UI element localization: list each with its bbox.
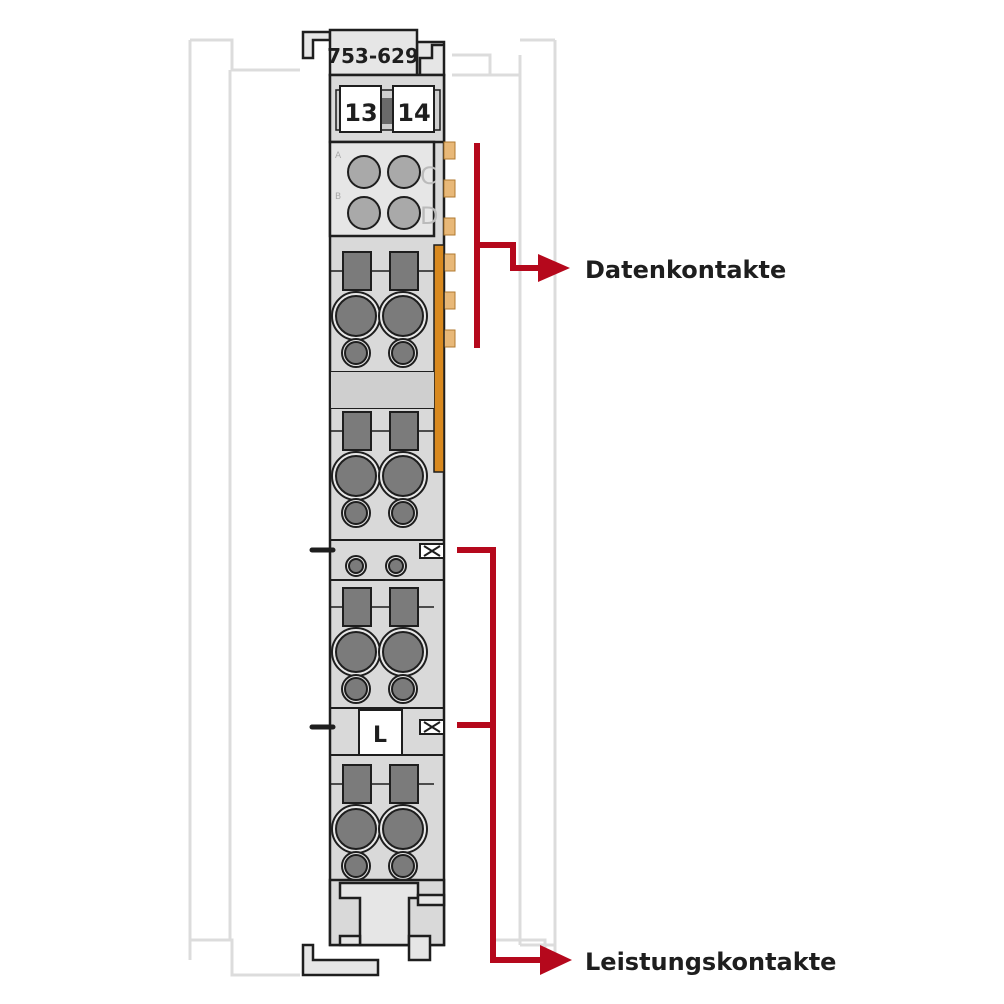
wire-entry	[335, 631, 377, 673]
data-contacts-label: Datenkontakte	[585, 256, 786, 284]
wire-entry	[335, 808, 377, 850]
marker-14-text: 14	[397, 99, 430, 127]
io-module: 753-629 13 14 A B C D	[301, 28, 456, 977]
power-contacts-label: Leistungskontakte	[585, 948, 836, 976]
led-letter-a: A	[335, 151, 342, 161]
wire-entry	[335, 295, 377, 337]
wire-entry	[382, 808, 424, 850]
wire-entry	[382, 631, 424, 673]
push-button	[342, 587, 372, 627]
marker-14	[392, 85, 435, 133]
ghost-modules	[188, 38, 557, 977]
test-point	[391, 341, 415, 365]
led-letter-b: B	[335, 192, 341, 202]
power-clip-2	[419, 719, 445, 735]
led-letter-d: D	[420, 202, 438, 230]
test-point	[391, 677, 415, 701]
data-contacts	[443, 141, 456, 348]
push-button	[389, 587, 419, 627]
power-label-marker	[358, 709, 403, 756]
data-contacts-callout-line	[474, 143, 570, 348]
data-contact-strip	[433, 244, 445, 473]
test-point	[344, 854, 368, 878]
push-button	[342, 251, 372, 291]
wire-entry	[382, 295, 424, 337]
push-button	[342, 764, 372, 804]
power-contacts-callout-line	[457, 547, 572, 975]
push-button	[389, 411, 419, 451]
wire-entry	[335, 455, 377, 497]
led-letter-c: C	[420, 162, 437, 190]
wire-entry	[382, 455, 424, 497]
power-clip-1	[419, 543, 445, 559]
arrow-right-icon	[538, 254, 570, 282]
marker-13-text: 13	[344, 99, 377, 127]
test-point	[344, 677, 368, 701]
led-a	[347, 155, 381, 189]
led-c	[387, 155, 421, 189]
arrow-right-icon	[540, 945, 572, 975]
test-point	[391, 854, 415, 878]
push-button	[389, 251, 419, 291]
push-button	[342, 411, 372, 451]
power-label-text: L	[373, 723, 387, 748]
test-point	[344, 501, 368, 525]
led-b	[347, 196, 381, 230]
test-point	[344, 341, 368, 365]
push-button	[389, 764, 419, 804]
led-d	[387, 196, 421, 230]
marker-13	[339, 85, 382, 133]
test-point	[391, 501, 415, 525]
part-number: 753-629	[327, 44, 419, 68]
